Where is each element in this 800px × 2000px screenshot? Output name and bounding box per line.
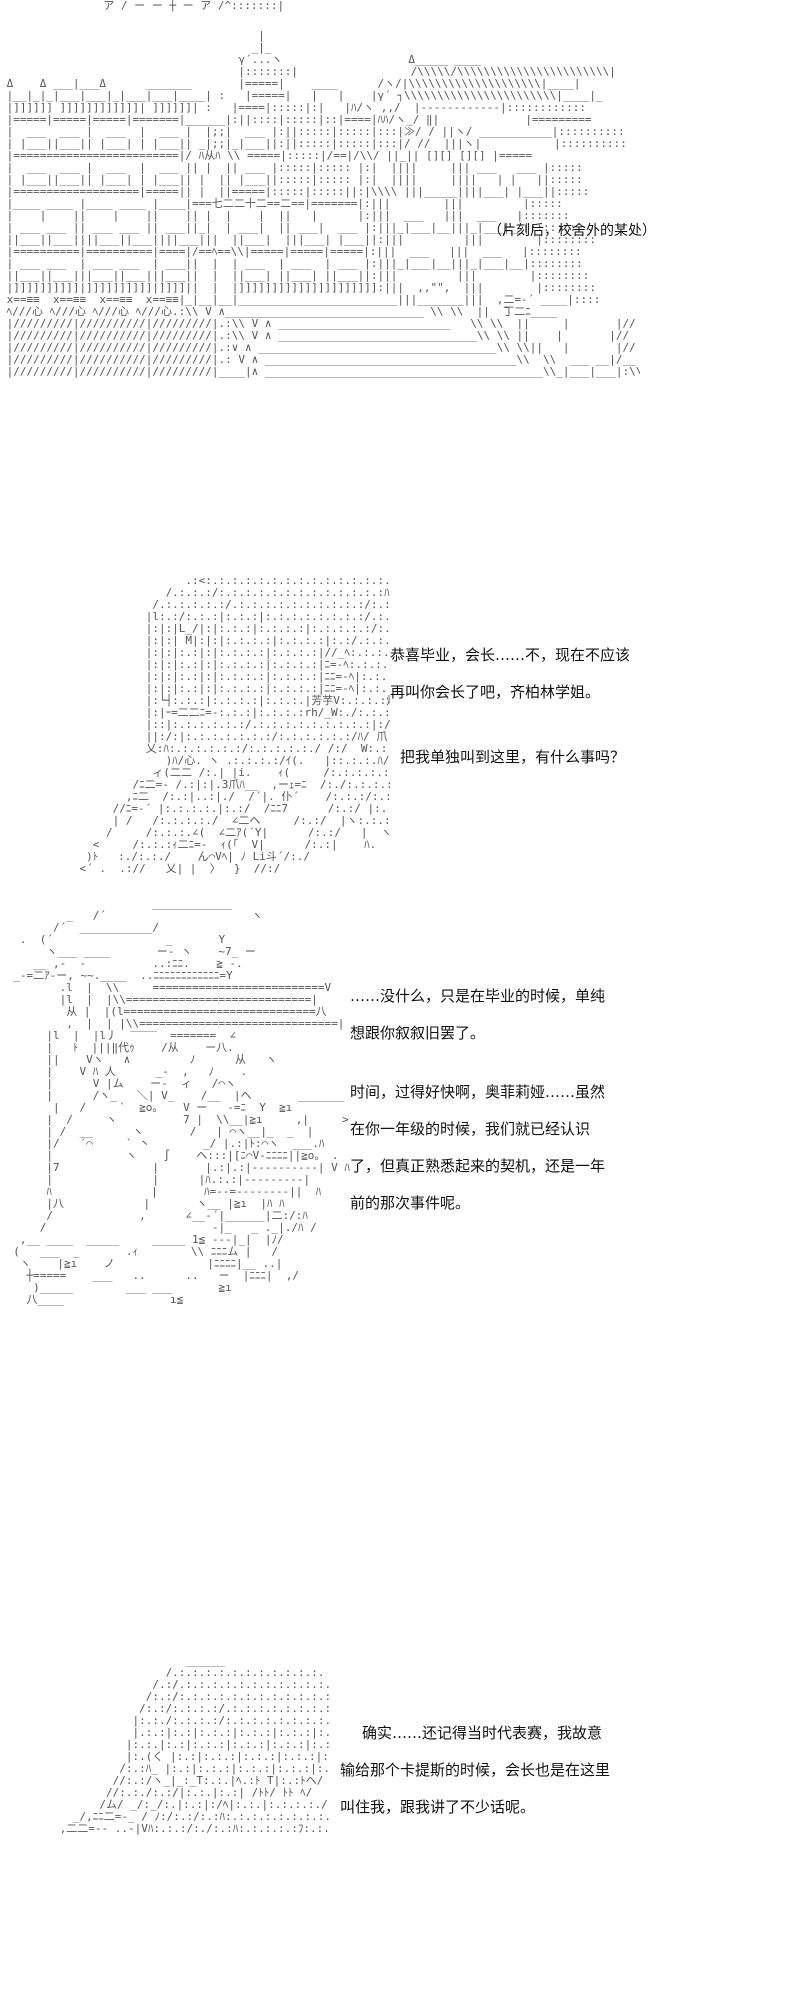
scene-president-reminisces: ____________ _ /´ ヽ /´ ___________/ . (´…	[0, 898, 800, 1670]
character-ascii-art-cap: ____________ _ /´ ヽ /´ ___________/ . (´…	[13, 898, 350, 1306]
top-fragment: ア / ー ー ┼ ー ア /^:::::::|	[90, 0, 285, 12]
dialogue-scene-4: 确实……还记得当时代表赛，我故意输给那个卡提斯的时候，会长也是在这里叫住我，跟我…	[340, 1715, 615, 1826]
scene-transition-note: （片刻后，校舍外的某处）	[488, 223, 656, 239]
scene-kohai-speaks: .:<:.:.:.:.:.:.:.:.:.:.:.:.:.:.:.:>. /.:…	[0, 575, 800, 875]
character-ascii-art-long-hair-2: ______ /.:.:.:.:.:.:.:.:.:.:.:. /.:/.:.:…	[59, 1655, 330, 1835]
character-ascii-art-long-hair: .:<:.:.:.:.:.:.:.:.:.:.:.:.:.:.:.:>. /.:…	[66, 575, 390, 875]
dialogue-scene-3: ……没什么，只是在毕业的时候，单纯想跟你叙叙旧罢了。 时间，过得好快啊，奥菲莉娅…	[350, 978, 615, 1222]
school-building-ascii-art: | _|_ γ´...ヽ Δ___	[6, 30, 640, 378]
dialogue-line: 时间，过得好快啊，奥菲莉娅……虽然在你一年级的时候，我们就已经认识了，但真正熟悉…	[350, 1083, 606, 1212]
dialogue-scene-2: 恭喜毕业，会长……不，现在不应该再叫你会长了吧，齐柏林学姐。 把我单独叫到这里，…	[390, 637, 640, 776]
dialogue-line: 恭喜毕业，会长……不，现在不应该再叫你会长了吧，齐柏林学姐。	[390, 646, 631, 701]
dialogue-line: 确实……还记得当时代表赛，我故意输给那个卡提斯的时候，会长也是在这里叫住我，跟我…	[340, 1724, 611, 1816]
dialogue-line: ……没什么，只是在毕业的时候，单纯想跟你叙叙旧罢了。	[350, 987, 606, 1042]
dialogue-line: 把我单独叫到这里，有什么事吗？	[400, 748, 626, 766]
scene-kohai-remembers: ______ /.:.:.:.:.:.:.:.:.:.:.:. /.:/.:.:…	[0, 1655, 800, 2000]
scene-school-building: | _|_ γ´...ヽ Δ___	[0, 30, 800, 540]
